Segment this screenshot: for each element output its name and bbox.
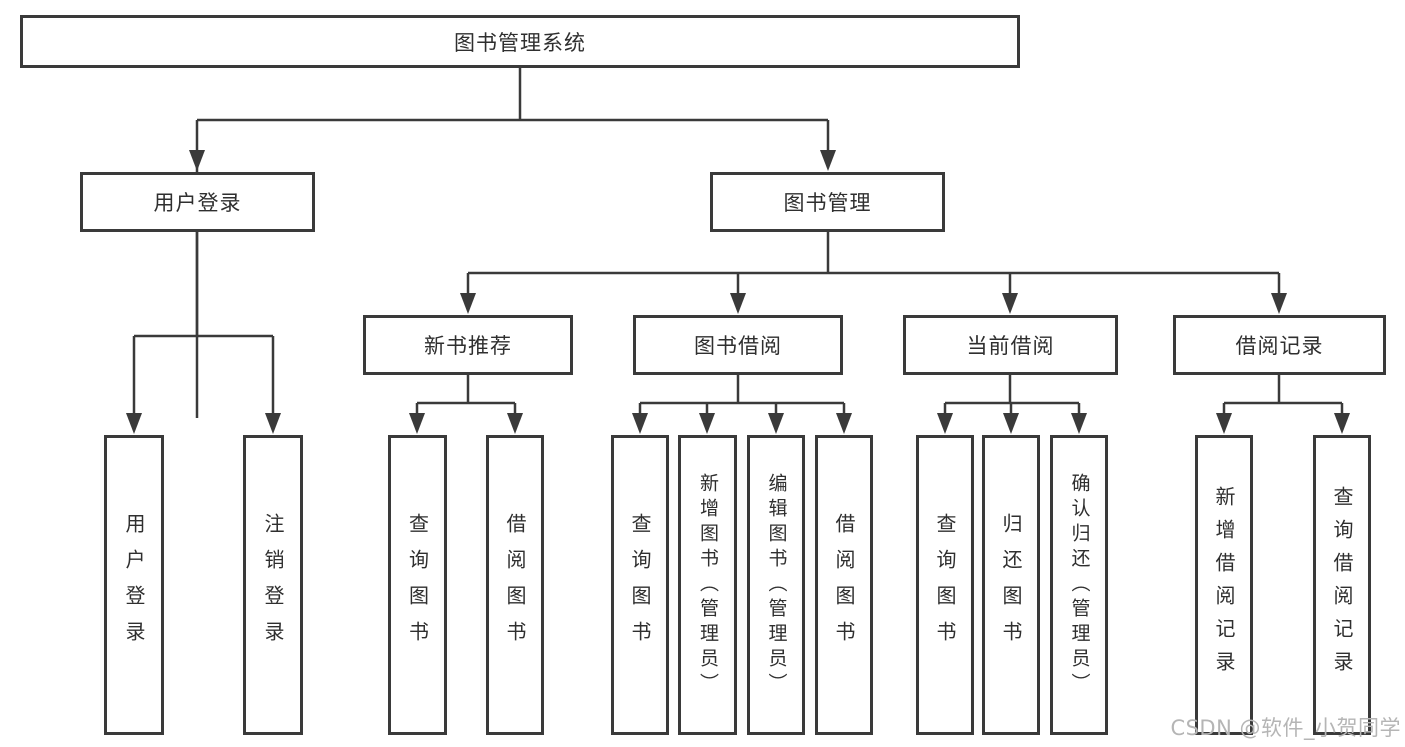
node-root-book-management-system: 图书管理系统 [20,15,1020,68]
leaf-newbook-query-books: 查询图书 [388,435,447,735]
node-current-borrow: 当前借阅 [903,315,1118,375]
leaf-borrow-query-books: 查询图书 [611,435,669,735]
leaf-borrow-borrow-books: 借阅图书 [815,435,873,735]
leaf-query-borrow-record: 查询借阅记录 [1313,435,1371,735]
leaf-newbook-borrow-books-label: 借阅图书 [503,513,527,657]
node-book-borrow-label: 图书借阅 [694,334,782,358]
leaf-add-borrow-record: 新增借阅记录 [1195,435,1253,735]
leaf-user-login: 用户登录 [104,435,164,735]
node-current-borrow-label: 当前借阅 [966,334,1055,358]
leaf-confirm-return-admin: 确认归还（管理员） [1050,435,1108,735]
node-borrow-records-label: 借阅记录 [1235,334,1324,358]
leaf-confirm-return-admin-label: 确认归还（管理员） [1068,472,1091,698]
leaf-edit-books-admin-label: 编辑图书（管理员） [765,472,788,698]
leaf-logout-label: 注销登录 [261,513,285,657]
leaf-query-borrow-record-label: 查询借阅记录 [1330,486,1354,684]
arrowhead-icons [126,150,1350,434]
node-user-login-label: 用户登录 [153,191,242,215]
leaf-return-books: 归还图书 [982,435,1040,735]
leaf-current-query-books: 查询图书 [916,435,974,735]
csdn-watermark: CSDN @软件_小贺同学 [1170,716,1401,740]
node-new-book-recommend-label: 新书推荐 [424,334,512,358]
node-book-management: 图书管理 [710,172,945,232]
node-book-management-label: 图书管理 [783,191,872,215]
leaf-logout: 注销登录 [243,435,303,735]
node-book-borrow: 图书借阅 [633,315,843,375]
leaf-borrow-query-books-label: 查询图书 [628,513,652,657]
leaf-current-query-books-label: 查询图书 [933,513,957,657]
leaf-add-books-admin-label: 新增图书（管理员） [697,472,719,698]
node-borrow-records: 借阅记录 [1173,315,1386,375]
leaf-borrow-borrow-books-label: 借阅图书 [832,513,856,657]
leaf-user-login-label: 用户登录 [122,513,146,657]
node-user-login: 用户登录 [80,172,315,232]
node-new-book-recommend: 新书推荐 [363,315,573,375]
leaf-add-borrow-record-label: 新增借阅记录 [1212,486,1236,684]
leaf-add-books-admin: 新增图书（管理员） [678,435,737,735]
node-root-label: 图书管理系统 [454,30,586,55]
leaf-return-books-label: 归还图书 [999,513,1023,657]
leaf-newbook-query-books-label: 查询图书 [405,513,430,657]
leaf-newbook-borrow-books: 借阅图书 [486,435,544,735]
leaf-edit-books-admin: 编辑图书（管理员） [747,435,805,735]
